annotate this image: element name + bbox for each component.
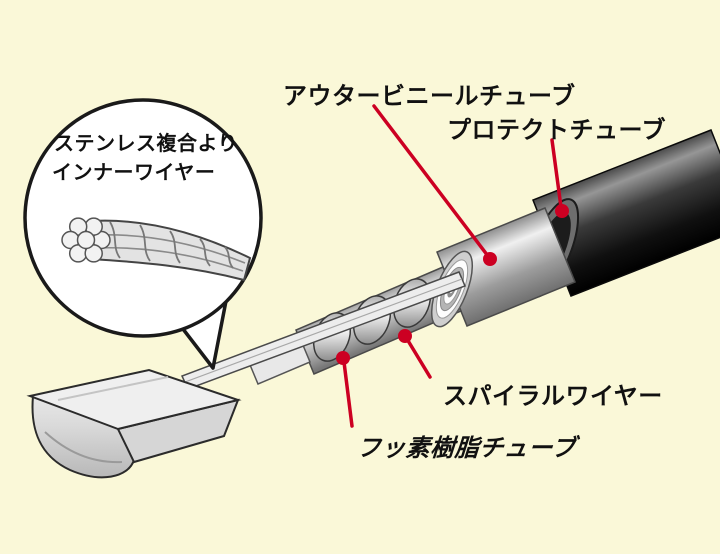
callout-dot-outer-vinyl-tube — [483, 252, 497, 266]
label-inner-wire-line2: インナーワイヤー — [52, 162, 216, 184]
label-outer-vinyl-tube: アウタービニールチューブ — [283, 83, 576, 110]
stranded-wire-drawing — [61, 217, 252, 282]
callout-dot-protect-tube — [555, 204, 569, 218]
inset-bubble — [23, 98, 263, 370]
callout-line-protect-tube — [550, 138, 563, 209]
callout-line-spiral-wire — [405, 337, 432, 379]
callout-lines — [336, 104, 569, 428]
label-protect-tube: プロテクトチューブ — [447, 117, 667, 144]
callout-line-fluororesin-tube — [342, 360, 354, 428]
cable-end-fitting-shape — [26, 368, 242, 479]
label-fluororesin-tube: フッ素樹脂チューブ — [355, 435, 577, 462]
callout-dot-fluororesin-tube — [336, 351, 350, 365]
label-inner-wire-line1: ステンレス複合より — [54, 133, 239, 155]
label-spiral-wire: スパイラルワイヤー — [443, 383, 663, 410]
callout-dot-spiral-wire — [398, 329, 412, 343]
callout-line-outer-vinyl-tube — [372, 104, 490, 258]
